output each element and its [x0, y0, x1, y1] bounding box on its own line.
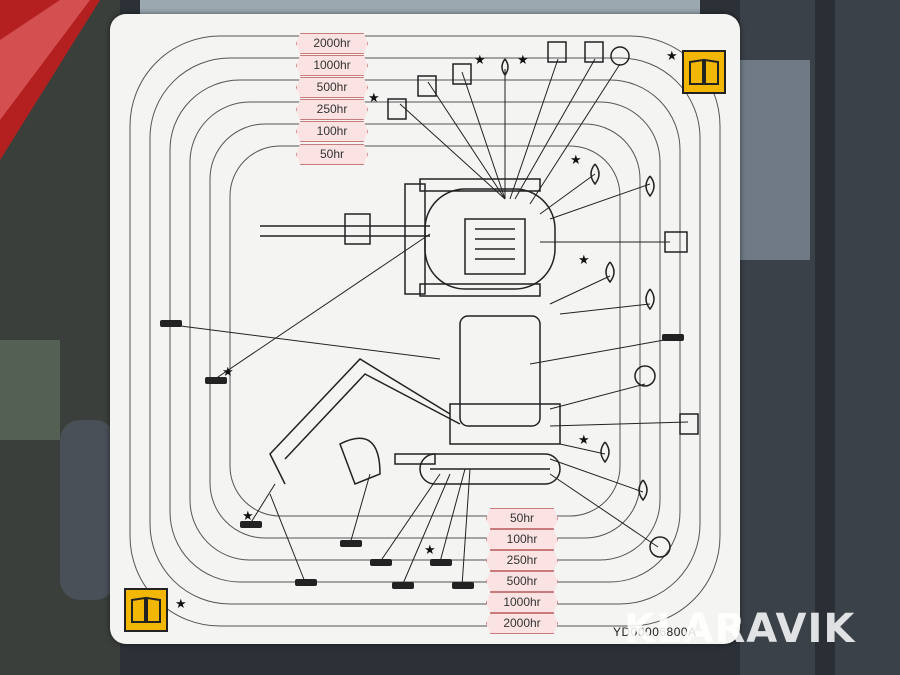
- star-icon: ★: [175, 597, 187, 612]
- star-icon: ★: [242, 509, 254, 524]
- star-icon: ★: [222, 365, 234, 380]
- interval-label-bottom-100: 100hr: [486, 529, 558, 550]
- interval-label-top-100: 100hr: [296, 121, 368, 142]
- star-icon: ★: [474, 53, 486, 68]
- interval-label-bottom-250: 250hr: [486, 550, 558, 571]
- part-number: YD00006800A: [613, 625, 697, 639]
- interval-label-bottom-1000: 1000hr: [486, 592, 558, 613]
- interval-label-top-500: 500hr: [296, 77, 368, 98]
- watermark: KLARAVIK: [624, 606, 856, 652]
- interval-label-top-250: 250hr: [296, 99, 368, 120]
- interval-label-bottom-500: 500hr: [486, 571, 558, 592]
- star-icon: ★: [368, 91, 380, 106]
- star-icon: ★: [517, 53, 529, 68]
- manual-book-icon: [124, 588, 168, 632]
- interval-label-top-50: 50hr: [296, 144, 368, 165]
- manual-book-icon: [682, 50, 726, 94]
- interval-label-top-1000: 1000hr: [296, 55, 368, 76]
- star-icon: ★: [424, 543, 436, 558]
- interval-label-bottom-2000: 2000hr: [486, 613, 558, 634]
- star-icon: ★: [578, 433, 590, 448]
- maintenance-schedule-sticker: ★ ★ ★ ★ ★ ★ ★ ★ ★ ★ ★ 2000hr 1000hr 500h…: [110, 14, 740, 644]
- interval-label-bottom-50: 50hr: [486, 508, 558, 529]
- star-icon: ★: [578, 253, 590, 268]
- service-diagram: ★ ★ ★ ★ ★ ★ ★ ★ ★ ★ ★: [129, 35, 721, 627]
- interval-label-top-2000: 2000hr: [296, 33, 368, 54]
- star-icon: ★: [570, 153, 582, 168]
- star-icon: ★: [666, 49, 678, 64]
